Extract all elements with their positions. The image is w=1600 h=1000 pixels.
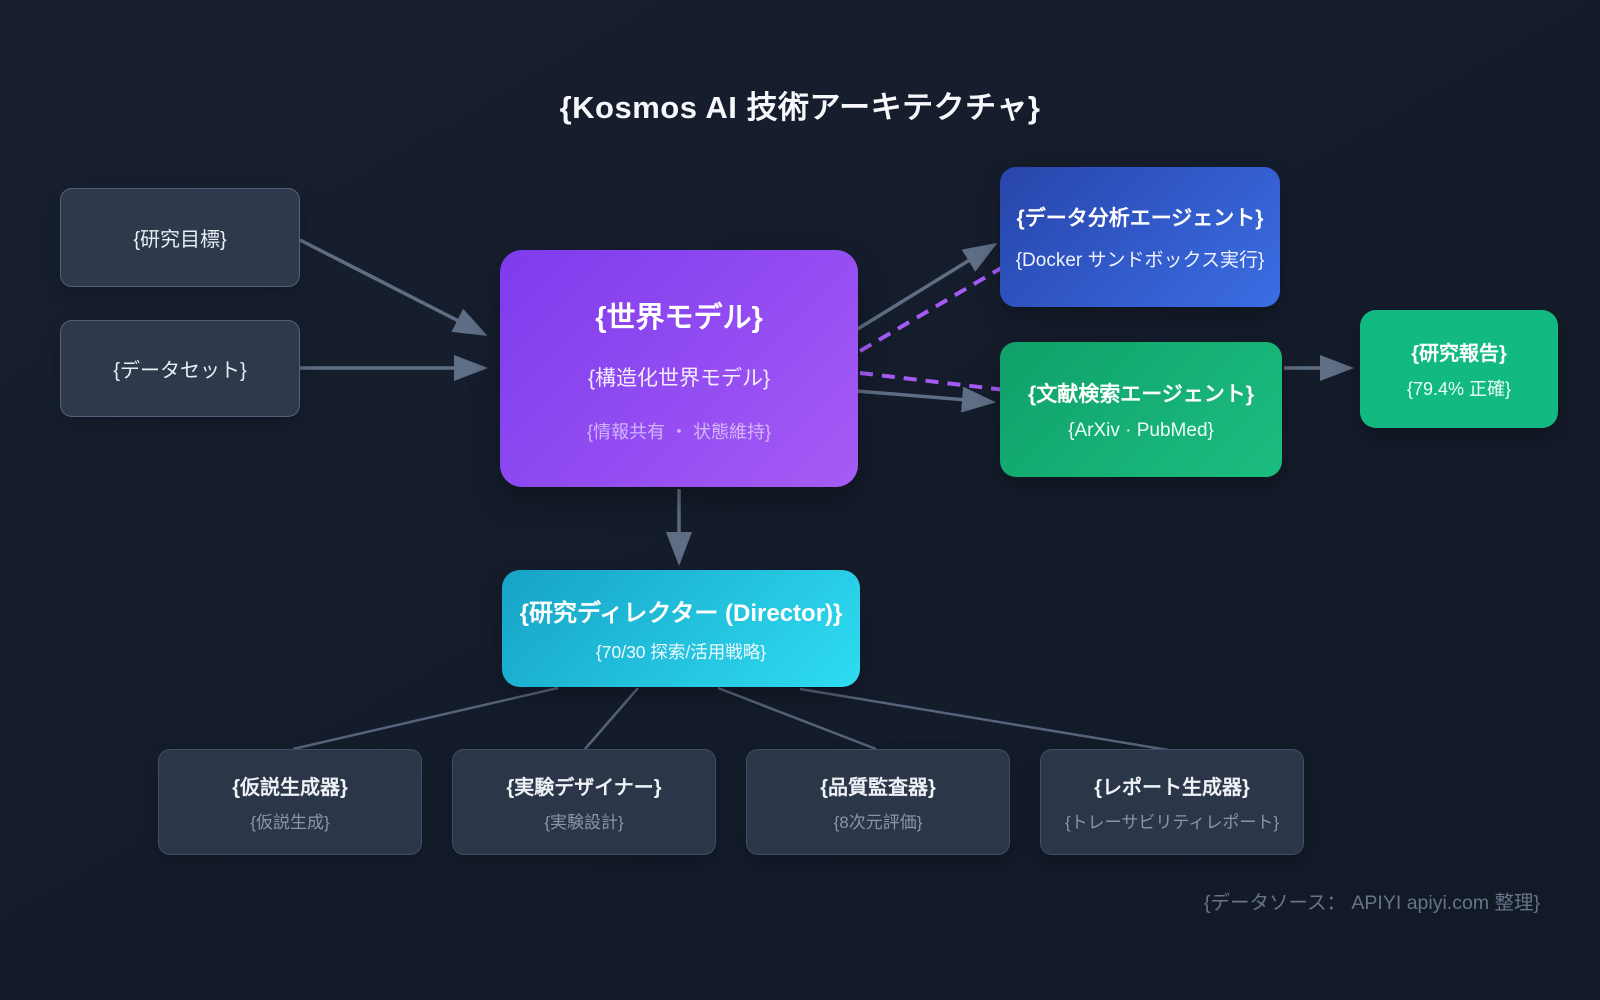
- dashed-link-worldmodel-dataanalysis: [858, 265, 1005, 353]
- literature-agent-subtitle: {ArXiv · PubMed}: [1068, 419, 1214, 441]
- literature-agent-title: {文献検索エージェント}: [1028, 382, 1254, 406]
- world-model-title: {世界モデル}: [595, 301, 763, 334]
- director-subtitle: {70/30 探索/活用戦略}: [595, 642, 767, 662]
- research-report-title: {研究報告}: [1411, 343, 1507, 365]
- page-title: {Kosmos AI 技術アーキテクチャ}: [559, 90, 1041, 125]
- node-world-model: {世界モデル} {構造化世界モデル} {情報共有 ・ 状態維持}: [500, 250, 858, 487]
- data-analysis-agent-title: {データ分析エージェント}: [1016, 207, 1264, 230]
- line-director-to-experiment: [584, 687, 639, 750]
- experiment-designer-subtitle: {実験設計}: [544, 813, 624, 832]
- quality-auditor-title: {品質監査器}: [820, 777, 936, 799]
- arrow-goal-to-worldmodel: [299, 238, 488, 336]
- director-title: {研究ディレクター (Director)}: [519, 600, 843, 627]
- data-source-note: {データソース： APIYI apiyi.com 整理}: [1203, 892, 1540, 914]
- dashed-link-worldmodel-literature: [859, 371, 1006, 392]
- node-report-generator: {レポート生成器} {トレーサビリティレポート}: [1040, 749, 1304, 855]
- node-dataset: {データセット}: [60, 320, 300, 417]
- line-director-to-hypothesis: [292, 686, 559, 751]
- data-analysis-agent-subtitle: {Docker サンドボックス実行}: [1015, 250, 1265, 271]
- line-director-to-reportgen: [799, 687, 1169, 752]
- node-literature-agent: {文献検索エージェント} {ArXiv · PubMed}: [1000, 342, 1282, 477]
- line-director-to-quality: [717, 686, 877, 751]
- hypothesis-generator-subtitle: {仮説生成}: [250, 813, 330, 832]
- arrow-worldmodel-to-dataanalysis: [855, 242, 998, 332]
- node-data-analysis-agent: {データ分析エージェント} {Docker サンドボックス実行}: [1000, 167, 1280, 307]
- research-goal-label: {研究目標}: [133, 229, 227, 251]
- research-report-subtitle: {79.4% 正確}: [1406, 379, 1512, 399]
- node-research-goal: {研究目標}: [60, 188, 300, 287]
- node-quality-auditor: {品質監査器} {8次元評価}: [746, 749, 1010, 855]
- world-model-subtitle: {構造化世界モデル}: [587, 366, 771, 390]
- hypothesis-generator-title: {仮説生成器}: [232, 777, 348, 799]
- node-experiment-designer: {実験デザイナー} {実験設計}: [452, 749, 716, 855]
- node-director: {研究ディレクター (Director)} {70/30 探索/活用戦略}: [502, 570, 860, 687]
- world-model-note: {情報共有 ・ 状態維持}: [586, 421, 772, 442]
- report-generator-subtitle: {トレーサビリティレポート}: [1065, 813, 1279, 832]
- report-generator-title: {レポート生成器}: [1094, 777, 1250, 799]
- quality-auditor-subtitle: {8次元評価}: [833, 813, 923, 832]
- dataset-label: {データセット}: [113, 360, 247, 382]
- arrow-worldmodel-to-literature: [855, 386, 996, 413]
- node-hypothesis-generator: {仮説生成器} {仮説生成}: [158, 749, 422, 855]
- node-research-report: {研究報告} {79.4% 正確}: [1360, 310, 1558, 428]
- experiment-designer-title: {実験デザイナー}: [506, 777, 662, 799]
